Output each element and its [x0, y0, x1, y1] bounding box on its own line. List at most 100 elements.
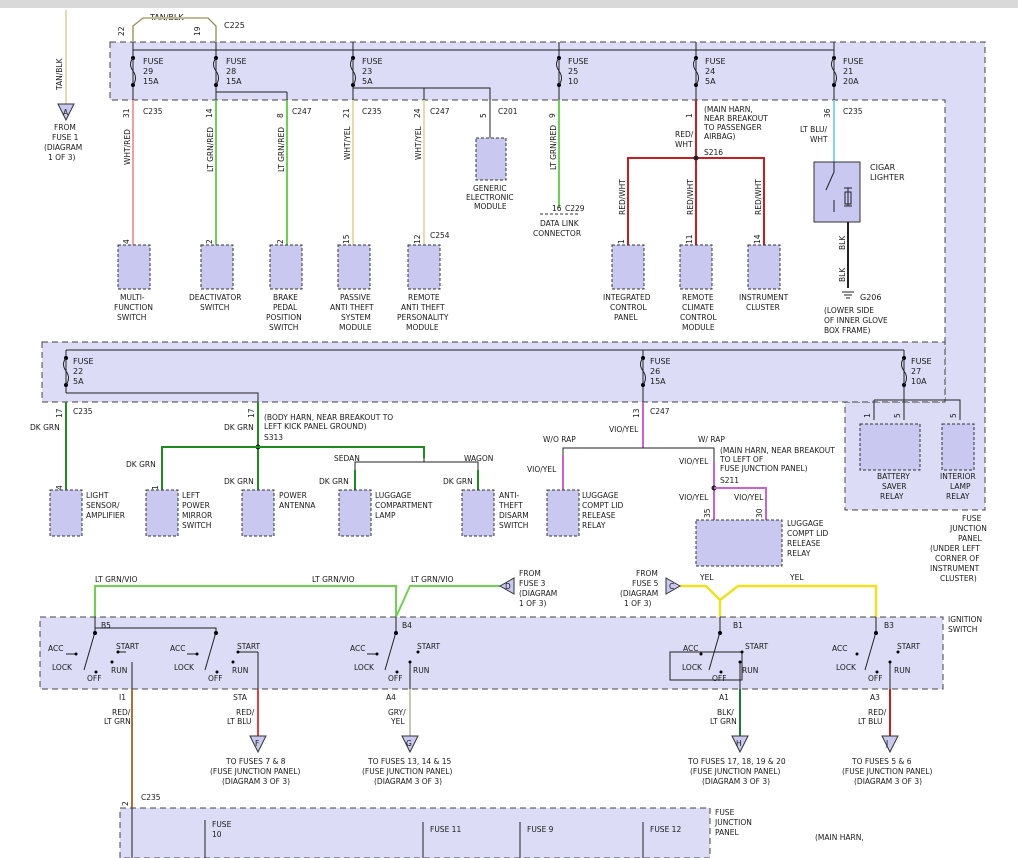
svg-text:ANTI THEFT: ANTI THEFT — [401, 303, 445, 312]
from-fuse3-1: FROM — [519, 569, 541, 578]
wire-label-lt-grn-vio-3: LT GRN/VIO — [411, 575, 454, 584]
svg-text:RELAY: RELAY — [787, 549, 811, 558]
svg-text:LEFT: LEFT — [182, 491, 200, 500]
svg-text:SWITCH: SWITCH — [117, 313, 146, 322]
g206-note-3: BOX FRAME) — [824, 326, 871, 335]
svg-text:TO FUSES 5 & 6: TO FUSES 5 & 6 — [851, 757, 912, 766]
svg-text:GRY/: GRY/ — [388, 708, 406, 717]
pin-5-ilr: 5 — [949, 413, 958, 418]
splice-s216-label: S216 — [704, 148, 723, 157]
connector-c247-a: C247 — [292, 107, 312, 116]
svg-text:G: G — [406, 739, 412, 748]
wire-tan-blk-outline — [132, 17, 217, 42]
wire-dk-grn-branch — [161, 446, 425, 490]
connector-c229: C229 — [565, 204, 585, 213]
cigar-lighter — [813, 161, 861, 223]
module-multi-function-switch: MULTI- FUNCTION SWITCH — [114, 244, 153, 322]
pin-b4: B4 — [402, 621, 412, 630]
fuse-26-name: FUSE — [650, 357, 671, 366]
svg-text:COMPT LID: COMPT LID — [582, 501, 623, 510]
wire-label-lt-blu-2: WHT — [810, 135, 828, 144]
fuse-24: FUSE 24 5A — [693, 42, 726, 100]
fuse-26-symbol — [640, 357, 646, 386]
wire-label-lt-grn-vio-1: LT GRN/VIO — [95, 575, 138, 584]
wire-label-red-wht-a: RED/WHT — [618, 179, 627, 215]
fuse-27-symbol — [901, 357, 907, 386]
pin-30: 30 — [755, 508, 764, 518]
pin-14-ic: 14 — [753, 234, 762, 244]
fuse-21: FUSE 21 20A — [831, 42, 864, 100]
svg-text:(FUSE JUNCTION PANEL): (FUSE JUNCTION PANEL) — [210, 767, 301, 776]
main-harn-note-1: (MAIN HARN, — [704, 105, 753, 114]
pin-14: 14 — [205, 108, 214, 118]
svg-text:INTERIOR: INTERIOR — [940, 472, 976, 481]
wire-label-blk-1: BLK — [838, 235, 847, 250]
ign-output-sta: STA RED/ LT BLU F TO FUSES 7 & 8 (FUSE J… — [210, 689, 301, 786]
module-anti-theft-disarm-switch: ANTI- THEFT DISARM SWITCH — [461, 489, 529, 537]
svg-text:ANTI THEFT: ANTI THEFT — [330, 303, 374, 312]
main-harn-note-4: AIRBAG) — [704, 132, 736, 141]
fuse-12-label: FUSE 12 — [650, 825, 681, 834]
wire-label-dk-grn-4: DK GRN — [224, 477, 254, 486]
fuse-24-amp: 5A — [705, 77, 716, 86]
wire-yel — [718, 584, 878, 617]
module-interior-lamp-relay: INTERIOR LAMP RELAY — [940, 423, 976, 501]
svg-text:(DIAGRAM 3 OF 3): (DIAGRAM 3 OF 3) — [854, 777, 922, 786]
svg-text:STA: STA — [233, 693, 248, 702]
ignition-switch-section-5: ACC LOCK OFF RUN START — [832, 617, 921, 689]
bottom-fjp-label-2: JUNCTION — [714, 818, 752, 827]
fuse-23-amp: 5A — [362, 77, 373, 86]
from-fuse3-4: 1 OF 3) — [519, 599, 547, 608]
svg-text:START: START — [417, 642, 441, 651]
fuse-22-amp: 5A — [73, 377, 84, 386]
cigar-lighter-element — [844, 191, 852, 205]
svg-text:ACC: ACC — [350, 644, 365, 653]
window-top-bar — [0, 0, 1018, 8]
main-harn2-note-1: (MAIN HARN, NEAR BREAKOUT — [720, 446, 835, 455]
pin-1-mirror: 1 — [151, 485, 160, 490]
connector-c-letter: C — [669, 582, 674, 591]
svg-text:TO FUSES 17, 18, 19 & 20: TO FUSES 17, 18, 19 & 20 — [687, 757, 786, 766]
module-integrated-control-panel: INTEGRATED CONTROL PANEL — [603, 244, 651, 322]
svg-text:J: J — [885, 739, 888, 748]
wo-rap-label: W/O RAP — [543, 435, 576, 444]
svg-text:LUGGAGE: LUGGAGE — [582, 491, 619, 500]
fuse-10-label-2: 10 — [212, 830, 222, 839]
svg-text:(FUSE JUNCTION PANEL): (FUSE JUNCTION PANEL) — [690, 767, 781, 776]
fjp-note-5: CORNER OF — [935, 554, 980, 563]
fuse-22-name: FUSE — [73, 357, 94, 366]
wire-label-red-wht-c: RED/WHT — [754, 179, 763, 215]
bottom-fjp-label-1: FUSE — [715, 808, 735, 817]
svg-text:DISARM: DISARM — [499, 511, 529, 520]
g206-note-1: (LOWER SIDE — [824, 306, 874, 315]
pin-21: 21 — [342, 108, 351, 118]
pin-17-a: 17 — [55, 408, 64, 418]
wire-vio-yel-branch — [714, 487, 767, 520]
svg-text:CLUSTER: CLUSTER — [746, 303, 780, 312]
wire-label-yel-2: YEL — [789, 573, 804, 582]
svg-text:OFF: OFF — [712, 674, 727, 683]
module-instrument-cluster: INSTRUMENT CLUSTER — [739, 244, 789, 312]
svg-text:COMPT LID: COMPT LID — [787, 529, 828, 538]
main-harn-note-2: NEAR BREAKOUT — [704, 114, 768, 123]
generic-electronic-module — [475, 137, 507, 181]
fuse-25: FUSE 25 10 — [556, 42, 589, 100]
pin-9: 9 — [548, 113, 557, 118]
fuse-27-amp: 10A — [911, 377, 927, 386]
wire-label-blk-2: BLK — [838, 267, 847, 282]
fuse-22-num: 22 — [73, 367, 83, 376]
wire-label-lt-grn-vio-2: LT GRN/VIO — [312, 575, 355, 584]
module-remote-anti-theft-personality: REMOTE ANTI THEFT PERSONALITY MODULE — [397, 244, 449, 332]
connector-a-letter: A — [63, 108, 69, 117]
svg-text:RUN: RUN — [742, 666, 758, 675]
pin-24: 24 — [413, 108, 422, 118]
svg-text:SWITCH: SWITCH — [499, 521, 528, 530]
svg-text:A4: A4 — [386, 693, 396, 702]
ign-output-a4: A4 GRY/ YEL G TO FUSES 13, 14 & 15 (FUSE… — [362, 689, 453, 786]
wire-label-red-wht-b: RED/WHT — [686, 179, 695, 215]
wire-label-vio-yel-1: VIO/YEL — [609, 425, 639, 434]
wire-label-dk-grn-6: DK GRN — [443, 477, 473, 486]
svg-text:OFF: OFF — [868, 674, 883, 683]
svg-text:PEDAL: PEDAL — [273, 303, 298, 312]
